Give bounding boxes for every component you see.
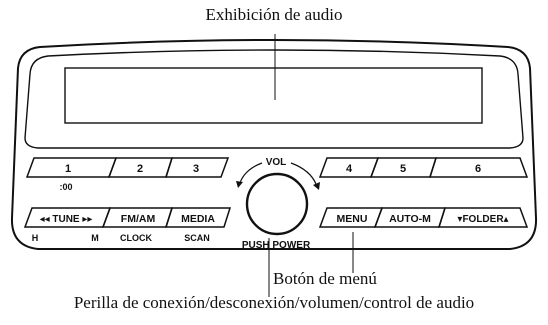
vol-arrow-left-icon	[236, 181, 243, 188]
clock-label: CLOCK	[120, 233, 152, 243]
svg-text:MEDIA: MEDIA	[181, 213, 215, 225]
bezel-outline	[10, 39, 538, 250]
svg-text:▾FOLDER▴: ▾FOLDER▴	[457, 214, 508, 225]
svg-text:2: 2	[137, 163, 143, 175]
vol-arrow-right-icon	[313, 182, 320, 190]
preset-1-sub-label: :00	[59, 182, 72, 192]
bezel-inner	[24, 49, 524, 149]
preset-button-2[interactable]: 2	[107, 157, 174, 178]
media-button[interactable]: MEDIA	[164, 207, 232, 228]
svg-text:4: 4	[346, 163, 353, 175]
preset-button-4[interactable]: 4	[318, 157, 380, 178]
preset-button-1[interactable]: 1	[25, 157, 118, 178]
folder-button[interactable]: ▾FOLDER▴	[437, 207, 529, 228]
svg-text:6: 6	[475, 163, 481, 175]
volume-power-knob[interactable]	[245, 172, 309, 236]
vol-label: VOL	[266, 157, 287, 168]
tune-button[interactable]: ◂◂ TUNE ▸▸	[23, 207, 112, 228]
auto-m-button[interactable]: AUTO-M	[373, 207, 447, 228]
push-power-label: PUSH POWER	[242, 240, 311, 251]
menu-button[interactable]: MENU	[318, 207, 384, 228]
preset-button-3[interactable]: 3	[164, 157, 230, 178]
tune-hour-label: H	[32, 233, 39, 243]
preset-button-5[interactable]: 5	[369, 157, 438, 178]
svg-text:◂◂ TUNE ▸▸: ◂◂ TUNE ▸▸	[40, 214, 93, 225]
svg-text:MENU: MENU	[337, 213, 368, 225]
scan-label: SCAN	[184, 233, 210, 243]
svg-text:5: 5	[400, 163, 406, 175]
tune-minute-label: M	[91, 233, 99, 243]
menu-button-callout-label: Botón de menú	[273, 269, 377, 288]
audio-display	[64, 67, 483, 124]
svg-text:FM/AM: FM/AM	[121, 213, 156, 225]
svg-text:AUTO-M: AUTO-M	[389, 213, 431, 225]
preset-button-6[interactable]: 6	[428, 157, 529, 178]
fm-am-button[interactable]: FM/AM	[101, 207, 174, 228]
svg-text:1: 1	[65, 163, 71, 175]
svg-text:3: 3	[193, 163, 199, 175]
knob-callout-label: Perilla de conexión/desconexión/volumen/…	[73, 293, 475, 312]
display-callout-label: Exhibición de audio	[205, 5, 343, 24]
vol-arc-right-icon	[290, 162, 317, 185]
